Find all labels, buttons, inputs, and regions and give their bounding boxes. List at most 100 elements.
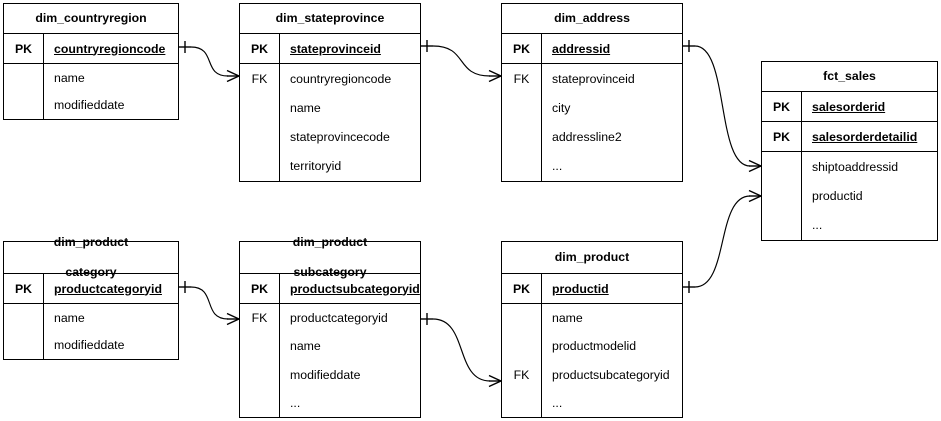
cardinality-many-marker-prong [488,380,502,388]
relationship-line [432,318,491,382]
entity-attribute-group: FK stateprovinceid city addressline2... [502,64,682,181]
attribute-row[interactable]: name [44,64,178,92]
pk-field-name-cell: stateprovinceid [280,34,420,63]
entity-title: dim_stateprovince [240,4,420,34]
pk-field-name: productcategoryid [54,281,162,296]
attribute-name: modifieddate [54,98,125,113]
attribute-row[interactable]: addressline2 [542,123,682,152]
attribute-name: addressline2 [552,130,622,145]
cardinality-many-marker-prong [488,75,502,83]
attribute-row[interactable]: city [542,93,682,122]
attribute-name: productmodelid [552,339,637,354]
relationship-productcategory-to-subcategory[interactable] [179,281,240,326]
pk-field-name: productid [552,281,609,296]
relationship-line [694,45,751,167]
entity-title-line: dim_countryregion [35,11,147,25]
attribute-name: ... [290,395,301,410]
attribute-row[interactable]: modifieddate [44,332,178,360]
entity-pk-row[interactable]: PK salesorderdetailid [762,122,937,152]
pk-key-label: PK [240,274,280,303]
pk-field-name: salesorderdetailid [812,129,918,144]
attribute-name: name [54,70,85,85]
attribute-row[interactable]: ... [542,152,682,181]
cardinality-many-marker-prong [748,195,762,203]
pk-field-name-cell: salesorderid [802,92,937,121]
attribute-row[interactable]: productsubcategoryid [542,361,682,389]
entity-title-text: dim_address [506,11,678,26]
attribute-name: productsubcategoryid [552,367,670,382]
attribute-row[interactable]: name [44,304,178,332]
relationship-address-to-fctsales[interactable] [683,40,762,173]
cardinality-many-marker-prong [748,189,762,197]
attribute-row[interactable]: stateprovinceid [542,64,682,93]
pk-key-label: PK [502,274,542,303]
attribute-name: productid [812,188,863,203]
pk-field-name-cell: salesorderdetailid [802,122,937,151]
pk-field-name: stateprovinceid [290,41,381,56]
pk-key-label: PK [502,34,542,63]
cardinality-many-marker-prong [488,69,502,77]
attribute-name: ... [812,218,823,233]
attribute-row[interactable]: productcategoryid [280,304,420,332]
entity-title-text: dim_countryregion [8,11,174,26]
entity-pk-row[interactable]: PK productid [502,274,682,304]
attribute-name: productcategoryid [290,311,388,326]
attribute-row[interactable]: stateprovincecode [280,123,420,152]
attribute-row[interactable]: name [280,93,420,122]
attribute-name-column: countryregioncode name stateprovincecode te… [280,64,420,181]
fk-key-label: FK [513,71,530,86]
attribute-row[interactable]: shiptoaddressid [802,152,937,181]
attribute-row[interactable]: modifieddate [280,361,420,389]
attribute-name: city [552,100,571,115]
attribute-name: territoryid [290,159,342,174]
attribute-name: name [290,100,321,115]
pk-key-label: PK [762,92,802,121]
attribute-row[interactable]: territoryid [280,152,420,181]
relationship-subcategory-to-product[interactable] [421,313,502,388]
relationship-stateprovince-to-address[interactable] [421,40,502,83]
attribute-row[interactable]: ... [542,389,682,417]
cardinality-many-marker-prong [748,165,762,173]
entity-pk-row[interactable]: PK stateprovinceid [240,34,420,64]
attribute-row[interactable]: name [280,332,420,360]
attribute-name: stateprovinceid [552,71,635,86]
attribute-key-column [762,152,802,240]
attribute-name-column: shiptoaddressid productid... [802,152,937,240]
relationship-countryregion-to-stateprovince[interactable] [179,41,240,83]
attribute-key-column [4,304,44,359]
attribute-row[interactable]: countryregioncode [280,64,420,93]
attribute-row[interactable]: name [542,304,682,332]
attribute-row[interactable]: modifieddate [44,92,178,120]
cardinality-many-marker-prong [226,312,240,320]
attribute-row[interactable]: ... [802,211,937,240]
entity-title: dim_countryregion [4,4,178,34]
attribute-key-column: FK [240,64,280,181]
relationship-line [432,45,491,77]
attribute-row[interactable]: ... [280,389,420,417]
attribute-row[interactable]: productmodelid [542,332,682,360]
cardinality-many-marker-prong [488,374,502,382]
entity-title-line: dim_product [554,250,630,264]
pk-key-label: PK [4,34,44,63]
pk-key-label: PK [762,122,802,151]
pk-key-label: PK [240,34,280,63]
attribute-row[interactable]: productid [802,181,937,210]
relationship-product-to-fctsales[interactable] [683,189,762,294]
